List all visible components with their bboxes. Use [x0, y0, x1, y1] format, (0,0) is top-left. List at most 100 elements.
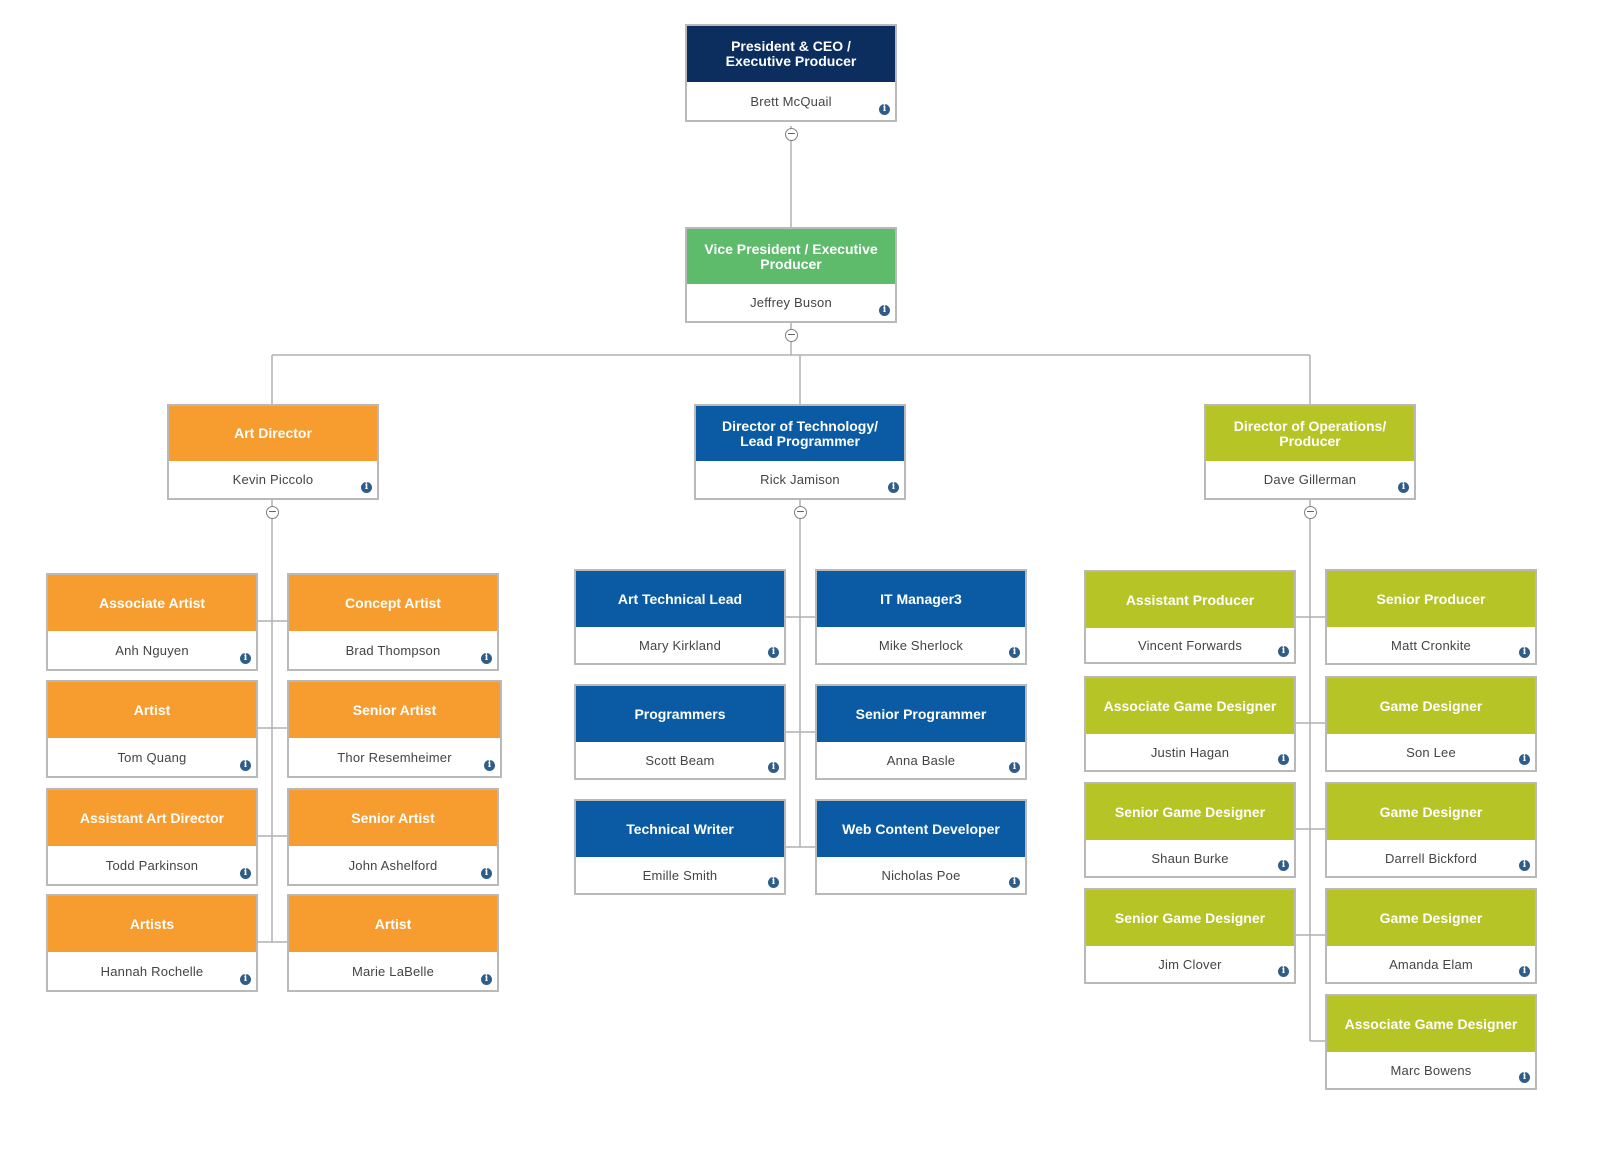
node-person-name: Nicholas Poe: [881, 867, 961, 883]
node-title: Technical Writer: [576, 801, 784, 857]
node-title: Director of Operations/ Producer: [1206, 406, 1414, 461]
node-title: Associate Game Designer: [1086, 678, 1294, 734]
node-title: Art Director: [169, 406, 377, 461]
collapse-minus-icon[interactable]: −: [794, 505, 807, 519]
info-icon[interactable]: i: [768, 877, 779, 888]
collapse-minus-icon[interactable]: −: [785, 328, 798, 342]
node-title: Artists: [48, 896, 256, 952]
info-icon[interactable]: i: [1009, 647, 1020, 658]
node-person-name: Thor Resemheimer: [337, 749, 452, 765]
collapse-minus-icon[interactable]: −: [1304, 505, 1317, 519]
info-icon[interactable]: i: [484, 760, 495, 771]
node-person-name: Jeffrey Buson: [750, 295, 832, 310]
info-icon[interactable]: i: [1278, 754, 1289, 765]
node-person-name: Anh Nguyen: [115, 642, 189, 658]
node-person-name: Amanda Elam: [1389, 956, 1473, 972]
node-title: Web Content Developer: [817, 801, 1025, 857]
node-title: Associate Game Designer: [1327, 996, 1535, 1052]
info-icon[interactable]: i: [481, 653, 492, 664]
node-person-name: Tom Quang: [117, 749, 187, 765]
info-icon[interactable]: i: [768, 762, 779, 773]
node-person-name: Hannah Rochelle: [100, 963, 204, 979]
collapse-minus-icon[interactable]: −: [785, 127, 798, 141]
info-icon[interactable]: i: [481, 974, 492, 985]
info-icon[interactable]: i: [240, 760, 251, 771]
node-title: Artist: [48, 682, 256, 738]
node-person-name: Vincent Forwards: [1137, 637, 1243, 653]
collapse-minus-icon[interactable]: −: [266, 505, 279, 519]
info-icon[interactable]: i: [481, 868, 492, 879]
info-icon[interactable]: i: [1278, 646, 1289, 657]
node-person-name: Mary Kirkland: [638, 637, 722, 653]
info-icon[interactable]: i: [879, 104, 890, 115]
node-title: Senior Producer: [1327, 571, 1535, 627]
node-person-name: Dave Gillerman: [1263, 472, 1357, 487]
info-icon[interactable]: i: [240, 653, 251, 664]
node-title: Senior Game Designer: [1086, 784, 1294, 840]
node-title: Assistant Art Director: [48, 790, 256, 846]
node-person-name: Mike Sherlock: [878, 637, 964, 653]
node-person-name: Brad Thompson: [345, 642, 441, 658]
info-icon[interactable]: i: [1519, 860, 1530, 871]
info-icon[interactable]: i: [1398, 482, 1409, 493]
node-person-name: Marie LaBelle: [351, 963, 435, 979]
node-title: Vice President / Executive Producer: [687, 229, 895, 284]
info-icon[interactable]: i: [1009, 762, 1020, 773]
node-title: Programmers: [576, 686, 784, 742]
info-icon[interactable]: i: [1278, 966, 1289, 977]
info-icon[interactable]: i: [1278, 860, 1289, 871]
node-title: Concept Artist: [289, 575, 497, 631]
node-title: Associate Artist: [48, 575, 256, 631]
info-icon[interactable]: i: [1519, 966, 1530, 977]
info-icon[interactable]: i: [240, 974, 251, 985]
node-person-name: Scott Beam: [645, 752, 715, 768]
info-icon[interactable]: i: [1009, 877, 1020, 888]
node-title: Assistant Producer: [1086, 572, 1294, 628]
info-icon[interactable]: i: [1519, 754, 1530, 765]
info-icon[interactable]: i: [1519, 1072, 1530, 1083]
node-person-name: Shaun Burke: [1151, 850, 1229, 866]
node-person-name: Emille Smith: [642, 867, 718, 883]
info-icon[interactable]: i: [888, 482, 899, 493]
node-person-name: Rick Jamison: [760, 472, 840, 487]
node-person-name: Matt Cronkite: [1391, 637, 1471, 653]
node-title: Game Designer: [1327, 678, 1535, 734]
info-icon[interactable]: i: [361, 482, 372, 493]
info-icon[interactable]: i: [240, 868, 251, 879]
node-person-name: Todd Parkinson: [105, 857, 199, 873]
info-icon[interactable]: i: [879, 305, 890, 316]
node-person-name: John Ashelford: [348, 857, 438, 873]
info-icon[interactable]: i: [1519, 647, 1530, 658]
node-person-name: Marc Bowens: [1390, 1062, 1472, 1078]
node-person-name: Jim Clover: [1158, 956, 1222, 972]
info-icon[interactable]: i: [768, 647, 779, 658]
